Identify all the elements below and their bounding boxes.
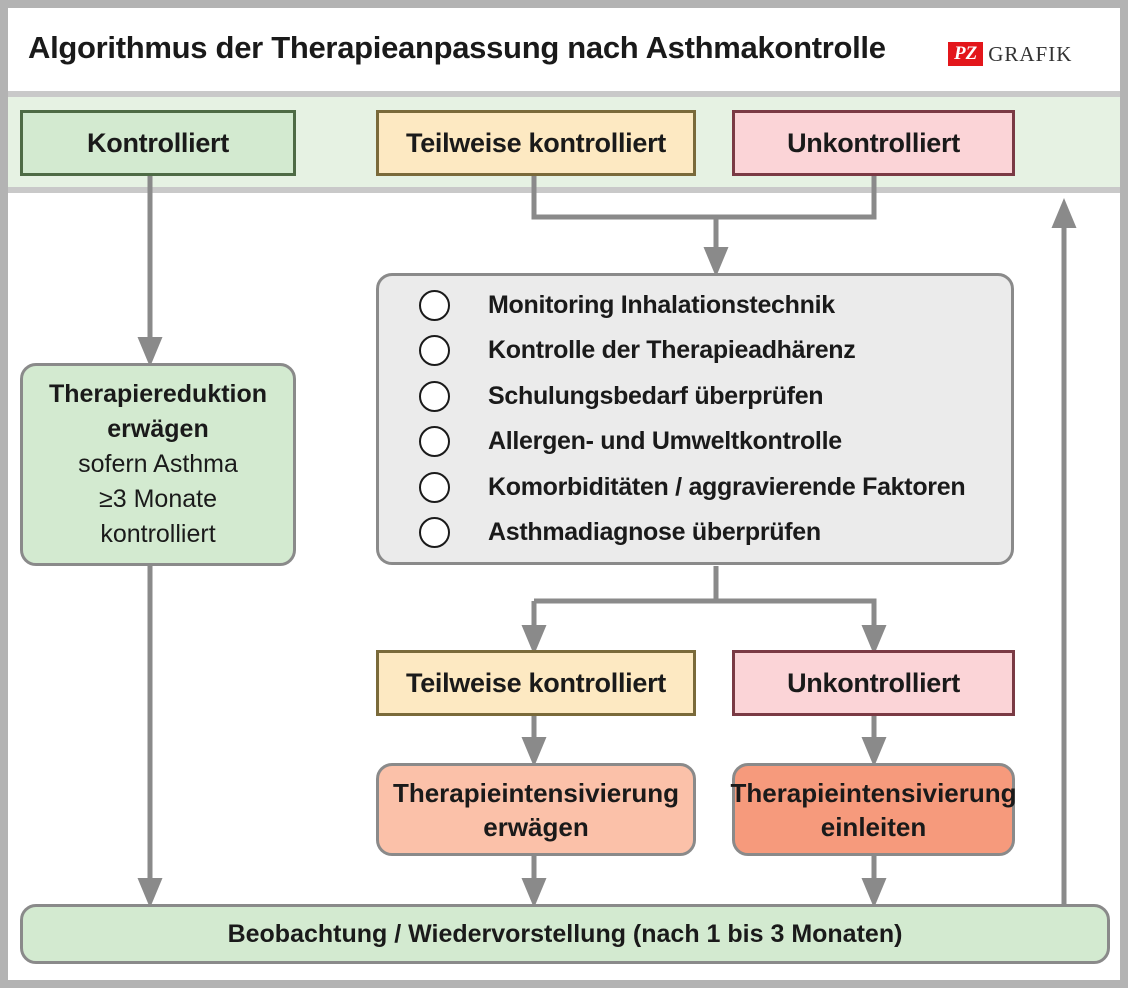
circle-icon (419, 516, 450, 548)
intensify-consider-action: erwägen (483, 811, 589, 842)
logo-mark: PZ (948, 42, 984, 66)
checklist-item: Asthmadiagnose überprüfen (419, 510, 821, 555)
checklist-item-label: Komorbiditäten / aggravierende Faktoren (488, 472, 966, 501)
checklist-item: Kontrolle der Therapieadhärenz (419, 328, 856, 373)
intensify-consider-box: Therapieintensivierung erwägen (376, 763, 696, 856)
intensify-initiate-box: Therapieintensivierung einleiten (730, 763, 1017, 856)
checklist-item-label: Monitoring Inhalationstechnik (488, 291, 835, 320)
band-divider-bottom (8, 187, 1120, 193)
checklist-item: Schulungsbedarf überprüfen (419, 374, 824, 419)
arrow-split-to-partly (534, 598, 716, 640)
checklist-item-label: Allergen- und Umweltkontrolle (488, 427, 842, 456)
band-divider-top (8, 91, 1120, 97)
status-partly-controlled-top: Teilweise kontrolliert (376, 110, 696, 176)
connector-top-status-merge (531, 176, 877, 220)
logo-text: GRAFIK (988, 41, 1073, 66)
circle-icon (419, 471, 450, 503)
circle-icon (419, 380, 450, 412)
status-uncontrolled-top: Unkontrolliert (732, 110, 1015, 176)
status-uncontrolled-bottom: Unkontrolliert (732, 650, 1015, 716)
page-title: Algorithmus der Therapieanpassung nach A… (28, 30, 886, 65)
circle-icon (419, 426, 450, 458)
status-partly-controlled-bottom: Teilweise kontrolliert (376, 650, 696, 716)
checklist-item: Komorbiditäten / aggravierende Faktoren (419, 464, 966, 509)
therapy-reduction-box: Therapiereduktion erwägen sofern Asthma … (20, 363, 296, 566)
checklist-item-label: Kontrolle der Therapieadhärenz (488, 336, 856, 365)
pz-grafik-logo: PZ GRAFIK (948, 40, 1072, 68)
reduction-title-2: erwägen (107, 415, 209, 443)
reduction-condition-1: sofern Asthma (78, 450, 238, 478)
arrow-split-to-uncontrolled (716, 598, 887, 655)
circle-icon (419, 335, 450, 367)
checklist-item: Monitoring Inhalationstechnik (419, 283, 835, 328)
reduction-title: Therapiereduktion (48, 380, 268, 408)
reduction-condition-3: kontrolliert (100, 520, 216, 548)
status-controlled: Kontrolliert (20, 110, 296, 176)
circle-icon (419, 290, 450, 322)
checklist-item-label: Asthmadiagnose überprüfen (488, 517, 821, 546)
intensify-initiate-action: einleiten (820, 811, 927, 842)
checklist-box: Monitoring Inhalationstechnik Kontrolle … (376, 273, 1014, 565)
reduction-condition-2: ≥3 Monate (99, 485, 217, 513)
checklist-item: Allergen- und Umweltkontrolle (419, 419, 842, 464)
followup-box: Beobachtung / Wiedervorstellung (nach 1 … (20, 904, 1110, 964)
intensify-initiate-title: Therapieintensivierung (730, 777, 1017, 808)
intensify-consider-title: Therapieintensivierung (392, 777, 680, 808)
checklist-item-label: Schulungsbedarf überprüfen (488, 381, 824, 410)
